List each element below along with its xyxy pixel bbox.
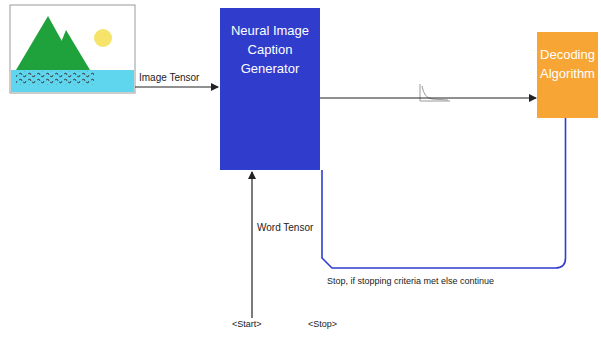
image-tensor-arrow <box>135 86 218 87</box>
signal-label: <Start> <box>231 319 263 329</box>
edge-label: Stop, if stopping criteria met else cont… <box>326 276 495 286</box>
output-arrow <box>320 97 536 98</box>
word-tensor-arrow <box>251 172 252 318</box>
decoder-box: Decoding Algorithm <box>537 32 598 118</box>
model-box: Neural Image Caption Generator <box>220 8 320 170</box>
box-label: Neural Image Caption Generator <box>224 22 316 79</box>
signal-label: <Stop> <box>307 319 338 329</box>
box-label: Decoding Algorithm <box>540 46 595 84</box>
signal-label: Word Tensor <box>256 222 314 233</box>
scene-thumbnail <box>10 5 135 93</box>
signal-label: Image Tensor <box>138 72 200 83</box>
feedback-line <box>322 118 566 268</box>
